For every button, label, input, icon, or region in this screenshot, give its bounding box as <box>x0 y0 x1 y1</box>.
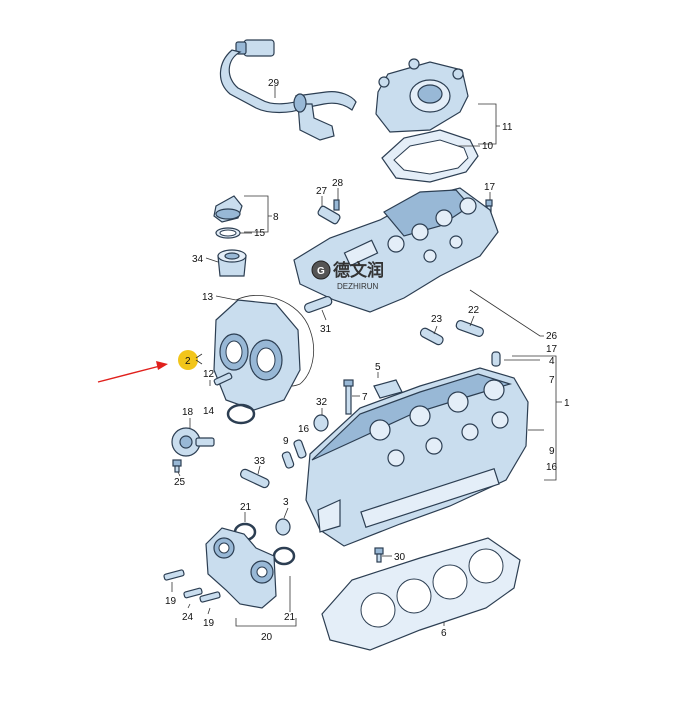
watermark-text: 德文润 <box>333 260 384 280</box>
callout-30: 30 <box>394 552 406 563</box>
callout-3: 3 <box>283 497 289 508</box>
sprocket-part-18 <box>171 427 215 457</box>
callout-16-right: 16 <box>546 462 558 473</box>
bolts-part-19-24 <box>163 569 221 603</box>
callout-5: 5 <box>375 362 381 373</box>
callout-9-right: 9 <box>549 446 555 457</box>
callout-14: 14 <box>203 406 215 417</box>
gasket-part-10 <box>381 129 479 183</box>
callout-10: 10 <box>482 141 494 152</box>
callout-labels: 29 11 10 27 28 17 8 15 34 13 31 23 22 26… <box>165 78 570 643</box>
callout-28: 28 <box>332 178 344 189</box>
end-cover-part-13 <box>213 299 301 411</box>
pcv-valve-part-11 <box>375 58 469 133</box>
callout-32: 32 <box>316 397 328 408</box>
pin-part-31 <box>304 295 333 313</box>
callout-12: 12 <box>203 369 215 380</box>
bolt-part-25 <box>172 459 182 473</box>
bolt-part-12 <box>213 372 233 386</box>
callout-22: 22 <box>468 305 480 316</box>
callout-27: 27 <box>316 186 328 197</box>
callout-9-mid: 9 <box>283 436 289 447</box>
highlight-marker: 2 <box>178 350 203 370</box>
housing-part-20 <box>205 527 277 609</box>
callout-33: 33 <box>254 456 266 467</box>
callout-26: 26 <box>546 331 558 342</box>
filler-neck-part-34 <box>217 249 247 277</box>
callout-23: 23 <box>431 314 443 325</box>
callout-1: 1 <box>564 398 570 409</box>
highlight-label: 2 <box>185 356 191 367</box>
pin-part-22 <box>455 319 484 337</box>
leader-lines <box>171 86 562 627</box>
callout-13: 13 <box>202 292 214 303</box>
callout-21-top: 21 <box>240 502 252 513</box>
breather-hose-part-29 <box>219 39 357 141</box>
pins-part-16-9 <box>281 439 307 469</box>
callout-8: 8 <box>273 212 279 223</box>
sensor-part-27-28 <box>317 199 341 225</box>
watermark-subtext: DEZHIRUN <box>337 282 379 291</box>
valve-cover-part-26 <box>293 187 499 313</box>
pin-part-23 <box>419 327 444 346</box>
plug-part-32 <box>313 414 329 432</box>
callout-29: 29 <box>268 78 280 89</box>
seal-ring-part-15 <box>215 227 241 239</box>
callout-15: 15 <box>254 228 266 239</box>
callout-24: 24 <box>182 612 194 623</box>
watermark-logo: G 德文润 DEZHIRUN <box>311 260 384 291</box>
callout-16-mid: 16 <box>298 424 310 435</box>
callout-34: 34 <box>192 254 204 265</box>
callout-19-left: 19 <box>165 596 177 607</box>
callout-19-bottom: 19 <box>203 618 215 629</box>
head-gasket-part-6 <box>321 537 521 651</box>
callout-7-mid: 7 <box>362 392 368 403</box>
svg-text:G: G <box>317 266 325 277</box>
head-bolt-part-7 <box>343 379 354 415</box>
callout-20: 20 <box>261 632 273 643</box>
callout-17-right: 17 <box>546 344 558 355</box>
bolt-part-30 <box>374 547 384 563</box>
pin-part-33 <box>240 468 270 489</box>
red-pointer-arrow <box>97 361 168 383</box>
callout-4: 4 <box>549 356 555 367</box>
callout-11: 11 <box>502 122 513 133</box>
callout-6: 6 <box>441 628 447 639</box>
cylinder-head-part-1 <box>305 367 529 547</box>
plug-part-4 <box>491 351 501 367</box>
o-ring-part-21-lower <box>272 546 296 566</box>
o-ring-part-14 <box>226 403 256 425</box>
callout-18: 18 <box>182 407 194 418</box>
callout-17-top: 17 <box>484 182 496 193</box>
callout-7-right: 7 <box>549 375 555 386</box>
callout-21-bottom: 21 <box>284 612 296 623</box>
callout-25: 25 <box>174 477 186 488</box>
seal-part-3 <box>275 518 291 536</box>
callout-31: 31 <box>320 324 332 335</box>
oil-filler-cap-part-8 <box>213 195 243 223</box>
